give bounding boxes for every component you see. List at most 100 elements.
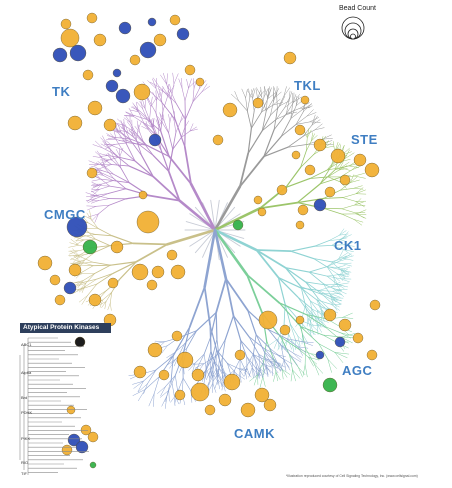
tree-branch [152,117,155,127]
tree-branch [342,234,352,239]
kinase-bead [258,310,278,330]
kinase-bead [67,115,83,131]
tree-branch [119,129,129,133]
tree-branch [143,142,154,156]
tree-branch [265,366,274,375]
tree-branch [334,165,350,170]
tree-branch [331,245,345,250]
tree-branch [100,143,110,149]
kinase-bead [153,33,167,47]
tree-branch [278,302,307,315]
tree-branch [311,308,324,316]
kinase-bead [69,44,87,62]
tree-branch [273,92,277,103]
tree-branch [99,299,104,308]
tree-branch [213,228,228,281]
tree-branch [174,343,185,354]
tree-branch [331,299,337,308]
tree-branch [130,140,143,157]
tree-branch [339,228,345,236]
tree-branch [261,363,265,372]
tree-branch [292,94,297,105]
tree-branch [239,364,248,373]
tree-branch [280,124,297,137]
tree-branch [134,115,148,120]
tree-branch [320,292,332,303]
tree-branch [142,99,146,109]
tree-branch [152,77,161,88]
tree-branch [149,81,161,88]
kinase-bead [257,207,267,217]
tree-branch [111,235,134,245]
tree-branch [94,140,103,149]
tree-branch [77,280,84,289]
tree-branch [247,97,251,112]
tree-branch [81,295,88,305]
credit-text: *Illustration reproduced courtesy of Cel… [286,474,418,478]
tree-branch [271,364,279,374]
tree-branch [332,297,344,299]
tree-branch [321,134,332,140]
tree-branch [351,165,361,171]
tree-branch [208,374,214,385]
tree-branch [313,363,324,374]
tree-branch [75,239,85,245]
kinase-bead [223,373,241,391]
tree-branch [277,339,283,351]
tree-branch [268,329,288,340]
tree-branch [119,136,129,142]
tree-branch [125,111,135,116]
tree-branch [211,338,218,360]
tree-branch [329,293,333,303]
kinase-bead [364,162,380,178]
tree-branch [290,245,315,252]
tree-branch [225,277,235,317]
tree-branch [287,111,298,115]
tree-branch [297,346,307,354]
tree-branch [125,124,129,133]
tree-branch [168,155,192,185]
tree-branch [157,116,163,124]
tree-branch [88,160,99,165]
kinase-bead [330,148,346,164]
tree-branch [125,112,134,117]
tree-branch [300,154,315,168]
tree-branch [189,229,216,247]
tree-branch [188,286,206,328]
tree-branch [206,355,212,370]
tree-branch [75,282,87,287]
tree-branch [316,323,326,329]
tree-branch [205,367,210,378]
tree-branch [137,380,144,392]
tree-branch [339,273,350,275]
tree-branch [165,375,176,387]
tree-branch [139,101,146,109]
tree-branch [98,204,110,215]
tree-branch [110,133,117,141]
tree-branch [107,152,115,159]
tree-branch [105,144,115,149]
tree-branch [316,299,327,310]
tree-branch [92,183,102,188]
tree-branch [162,95,169,112]
kinase-bead [93,33,107,47]
family-label-agc: AGC [342,363,373,378]
tree-branch [174,119,186,148]
tree-branch [76,259,86,263]
tree-branch [260,86,263,98]
tree-branch [265,359,272,368]
tree-branch [337,273,344,282]
tree-branch [172,326,191,357]
kinase-bead [146,279,158,291]
tree-branch [97,227,113,237]
tree-branch [94,166,103,171]
tree-branch [308,266,328,273]
tree-branch [117,132,127,145]
tree-branch [311,132,313,142]
tree-branch [267,87,272,98]
tree-branch [344,149,350,160]
tree-branch [222,338,226,358]
tree-branch [256,89,258,99]
tree-branch [285,177,311,189]
tree-branch [337,265,346,268]
